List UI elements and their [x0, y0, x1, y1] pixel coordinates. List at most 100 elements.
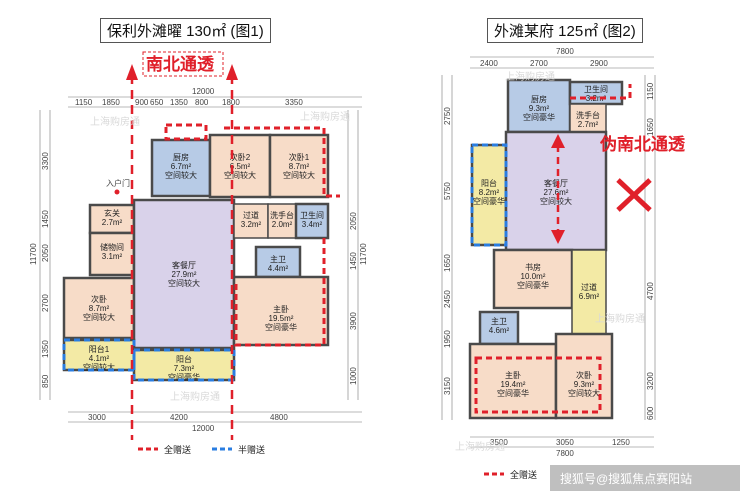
- plan1-right-dim: 1000: [349, 367, 358, 385]
- plan2-legend-full: 全赠送: [510, 469, 537, 480]
- plan1-left-dim: 3300: [41, 152, 50, 170]
- plan2-right-dim: 4700: [646, 282, 655, 300]
- plan1-top-total: 12000: [192, 87, 215, 96]
- plan2-room-name: 过道: [581, 282, 597, 292]
- plan1-room-area: 4.4m²: [268, 264, 289, 273]
- plan2-room-name: 厨房: [531, 94, 547, 104]
- plan1-left-dim: 1450: [41, 210, 50, 228]
- plan1-bottom-dim: 4800: [270, 413, 288, 422]
- plan2-left-dim: 3150: [443, 377, 452, 395]
- plan2-top-dim: 2900: [590, 59, 608, 68]
- plan1-top-dim: 650: [150, 98, 164, 107]
- plan1-room-name: 洗手台: [270, 210, 294, 220]
- watermark-4: 上海购房通: [505, 70, 555, 83]
- plan1-left-dim: 1350: [41, 340, 50, 358]
- plan1-right-dim: 3900: [349, 312, 358, 330]
- plan1-top-dim: 1150: [75, 98, 93, 107]
- plan1-room-name: 客餐厅: [172, 260, 196, 270]
- watermark-6: 上海购房通: [455, 440, 505, 453]
- plan2-top-dim: 2700: [530, 59, 548, 68]
- plan1-room-area: 3.1m²: [102, 252, 123, 261]
- plan1-room-note: 空间豪华: [168, 372, 200, 382]
- plan2-room-area: 6.9m²: [579, 292, 600, 301]
- plan1-left-dim: 2050: [41, 244, 50, 262]
- plan2-room-note: 空间豪华: [497, 388, 529, 398]
- plan1-bottom-total: 12000: [192, 424, 215, 433]
- plan2-right-dim: 600: [646, 406, 655, 420]
- plan2-room-name: 次卧: [576, 370, 592, 380]
- plan1-title: 保利外滩曜 130㎡ (图1): [100, 18, 271, 43]
- plan2-room-name: 阳台: [481, 178, 497, 188]
- plan1-room-area: 6.7m²: [171, 162, 192, 171]
- watermark-5: 上海购房通: [595, 312, 645, 325]
- plan1-right-dim: 2050: [349, 212, 358, 230]
- plan1-room-note: 空间较大: [165, 170, 197, 180]
- plan1-left-dim: 2700: [41, 294, 50, 312]
- watermark-1: 上海购房通: [90, 115, 140, 128]
- plan1-left-dim: 850: [41, 374, 50, 388]
- plan1-room-area: 7.3m²: [174, 364, 195, 373]
- plan2-top-dim: 2400: [480, 59, 498, 68]
- plan2-room-note: 空间较大: [568, 388, 600, 398]
- plan1-room-name: 玄关: [104, 208, 120, 218]
- plan1-legend-half: 半赠送: [238, 444, 265, 455]
- plan1-left-total: 11700: [29, 243, 38, 265]
- plan1-room-name: 厨房: [173, 152, 189, 162]
- plan2-room-name: 书房: [525, 262, 541, 272]
- plan1-top-dim: 800: [195, 98, 209, 107]
- plan1-room-area: 3.2m²: [241, 220, 262, 229]
- plan1-room-name: 阳台: [176, 354, 192, 364]
- plan2-room-note: 空间豪华: [473, 196, 505, 206]
- plan1-room-name: 次卧: [91, 294, 107, 304]
- plan1-top-dim: 900: [135, 98, 149, 107]
- plan2-right-dim: 1150: [646, 82, 655, 100]
- watermark-2: 上海购房通: [300, 110, 350, 123]
- plan1-room-name: 卫生间: [300, 210, 324, 220]
- watermark-3: 上海购房通: [170, 390, 220, 403]
- plan2-room-note: 空间较大: [540, 196, 572, 206]
- plan1-room-name: 次卧1: [289, 152, 310, 162]
- plan1-top-dim: 1850: [102, 98, 120, 107]
- plan1-room-note: 空间较大: [283, 170, 315, 180]
- plan1-room-name: 次卧2: [230, 152, 251, 162]
- plan2-room-area: 4.6m²: [489, 326, 510, 335]
- plan2-bottom-dim: 1250: [612, 438, 630, 447]
- plan2-tag: 伪南北通透: [599, 134, 686, 154]
- plan2-left-dim: 1950: [443, 330, 452, 348]
- plan2-room-name: 洗手台: [576, 110, 600, 120]
- plan2-bottom-total: 7800: [556, 449, 574, 458]
- plan2-room-area: 19.4m²: [501, 380, 526, 389]
- plan2-room-area: 9.3m²: [574, 380, 595, 389]
- plan1-top-dim: 1800: [222, 98, 240, 107]
- plan2-left-dim: 5750: [443, 182, 452, 200]
- plan2-room-name: 主卧: [505, 370, 521, 380]
- plan1-room-area: 8.7m²: [89, 304, 110, 313]
- plan2-room-area: 8.2m²: [479, 188, 500, 197]
- plan2-room-note: 空间豪华: [523, 112, 555, 122]
- plan2-room-area: 27.6m²: [544, 188, 569, 197]
- plan2-bottom-dim: 3050: [556, 438, 574, 447]
- plan1-room-name: 阳台1: [89, 344, 110, 354]
- plan1-right-total: 11700: [359, 243, 368, 265]
- plan2-left-dim: 2750: [443, 107, 452, 125]
- plan1-room-area: 8.7m²: [289, 162, 310, 171]
- plan2-room-area: 3.2m²: [586, 94, 607, 103]
- plan1-room-note: 空间较大: [83, 362, 115, 372]
- plan1-room-name: 主卫: [270, 254, 286, 264]
- plan1-room-note: 空间较大: [83, 312, 115, 322]
- plan1-room-area: 2.0m²: [272, 220, 293, 229]
- plan1-room-area: 3.4m²: [302, 220, 323, 229]
- plan1-room-area: 6.5m²: [230, 162, 251, 171]
- plan2-room-name: 卫生间: [584, 84, 608, 94]
- plan2-room-area: 10.0m²: [521, 272, 546, 281]
- plan2-top-total: 7800: [556, 47, 574, 56]
- plan1-bottom-dim: 4200: [170, 413, 188, 422]
- plan1-top-dim: 3350: [285, 98, 303, 107]
- plan1-room-area: 4.1m²: [89, 354, 110, 363]
- plan1-room-area: 27.9m²: [172, 270, 197, 279]
- plan1-room-area: 2.7m²: [102, 218, 123, 227]
- plan1-room-name: 储物间: [100, 242, 124, 252]
